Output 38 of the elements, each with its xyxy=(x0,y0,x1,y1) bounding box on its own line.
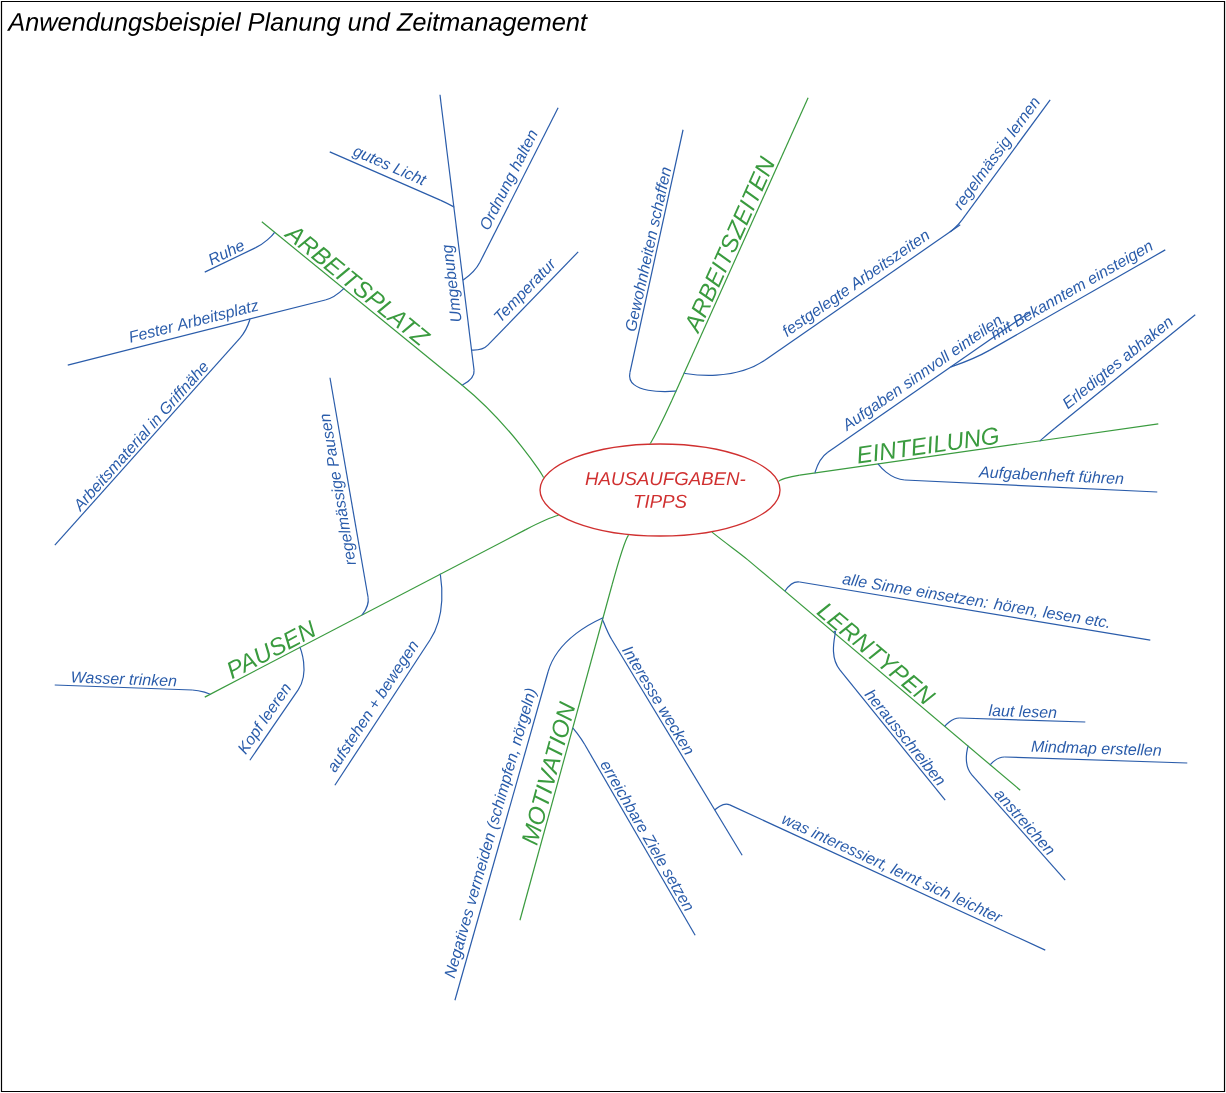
branch-line xyxy=(944,717,961,727)
branch-line xyxy=(989,756,1006,766)
branch-line xyxy=(949,219,963,233)
title: Anwendungsbeispiel Planung und Zeitmanagement xyxy=(7,12,588,36)
branch-line xyxy=(461,384,545,479)
branch-line xyxy=(814,451,829,474)
branch-line xyxy=(649,399,673,445)
branch-line xyxy=(254,231,276,249)
branch-line xyxy=(297,646,305,691)
branch-line xyxy=(877,463,906,481)
branch-line xyxy=(547,617,604,673)
branch-line xyxy=(439,199,455,208)
branch-line xyxy=(778,474,801,483)
branch-label: Ruhe xyxy=(204,242,256,273)
branch-line xyxy=(629,371,677,393)
branch-line xyxy=(965,745,973,776)
branch-label: gutes Licht xyxy=(329,148,441,201)
branch-line xyxy=(683,359,766,376)
branch-line xyxy=(572,727,586,746)
branch-line xyxy=(524,514,560,531)
branch-line xyxy=(324,287,345,301)
branch-line xyxy=(191,689,211,696)
branch-line xyxy=(949,349,991,368)
branch-line xyxy=(611,534,630,586)
branch-line xyxy=(429,573,443,641)
branch-line xyxy=(462,261,481,281)
branch-label: Wasser trinken xyxy=(54,671,193,691)
branch-line xyxy=(601,619,613,641)
branch-line xyxy=(784,581,801,592)
branch-line xyxy=(461,369,475,386)
branch-line xyxy=(239,318,251,339)
branch-line xyxy=(711,531,749,561)
branch-line xyxy=(470,344,489,351)
branch-line xyxy=(832,630,841,671)
branch-line xyxy=(1039,427,1056,442)
branch-label: Umgebung xyxy=(439,94,475,371)
branch-line xyxy=(361,596,369,616)
branch-line xyxy=(714,803,731,811)
